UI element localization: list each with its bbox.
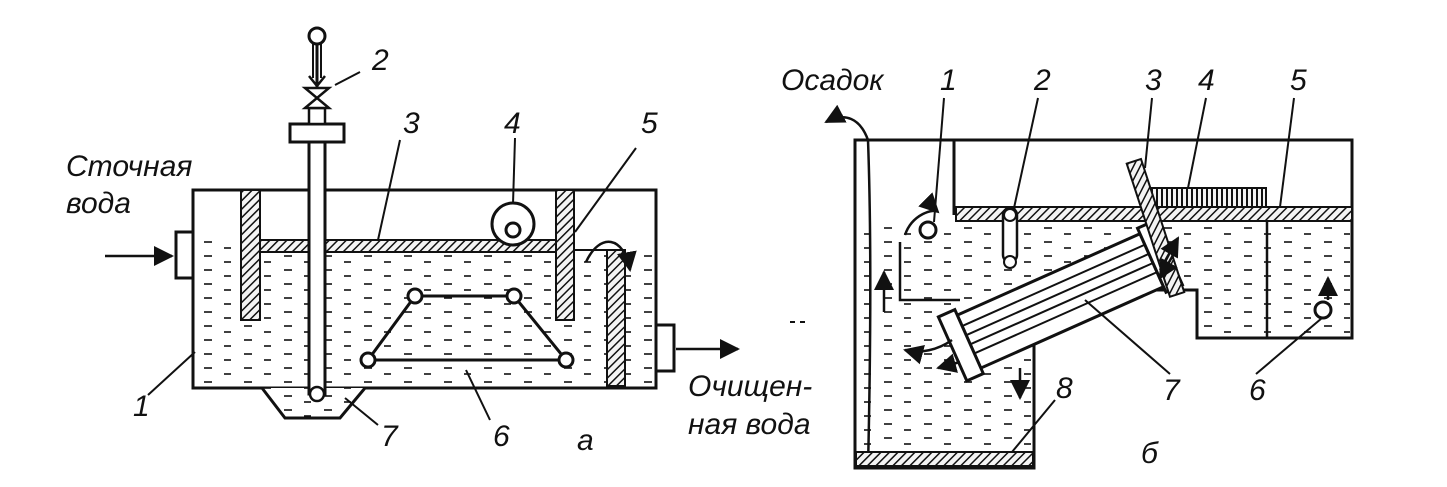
pipe-flange — [288, 122, 346, 144]
tank-a-body — [191, 188, 658, 390]
a-num-6: 6 — [493, 420, 510, 453]
a-num-5: 5 — [641, 107, 658, 140]
inlet-label-line2: вода — [66, 187, 131, 220]
weir-wall — [606, 249, 626, 387]
b-num-3: 3 — [1145, 64, 1162, 97]
b-num-4: 4 — [1198, 64, 1215, 97]
a-num-7: 7 — [381, 420, 399, 453]
caption-b: б — [1141, 437, 1159, 470]
b-sludge-layer — [855, 451, 1034, 467]
a-num-3: 3 — [403, 107, 420, 140]
outlet-baffle — [555, 189, 575, 321]
sludge-pipe — [307, 138, 327, 396]
inlet-label-line1: Сточная — [66, 150, 192, 183]
b-skimmer — [1149, 187, 1267, 208]
outlet-label-line1: Очищен- — [688, 370, 812, 403]
valve — [301, 86, 333, 110]
tank-a-water — [195, 252, 654, 386]
b-num-7: 7 — [1163, 374, 1181, 407]
b-num-1: 1 — [940, 64, 957, 97]
b-num-6: 6 — [1249, 374, 1266, 407]
a-num-4: 4 — [504, 107, 521, 140]
b-num-8: 8 — [1056, 372, 1073, 405]
b-outlet — [1313, 300, 1333, 320]
outlet-nozzle — [654, 323, 676, 373]
b-num-2: 2 — [1033, 64, 1051, 97]
outlet-label-line2: ная вода — [688, 408, 811, 441]
a-num-2: 2 — [371, 44, 389, 77]
sludge-label: Осадок — [781, 64, 885, 97]
caption-a: а — [577, 424, 594, 457]
diagram-b: Осадок 1 2 3 4 5 6 7 8 б — [781, 64, 1354, 470]
diagram-a: Сточная вода Очищен- ная вода 1 2 3 4 5 … — [66, 26, 812, 457]
inlet-nozzle — [174, 230, 195, 280]
b-collector — [918, 220, 938, 240]
a-num-1: 1 — [133, 390, 150, 423]
inlet-baffle — [240, 189, 261, 321]
b-num-5: 5 — [1290, 64, 1307, 97]
